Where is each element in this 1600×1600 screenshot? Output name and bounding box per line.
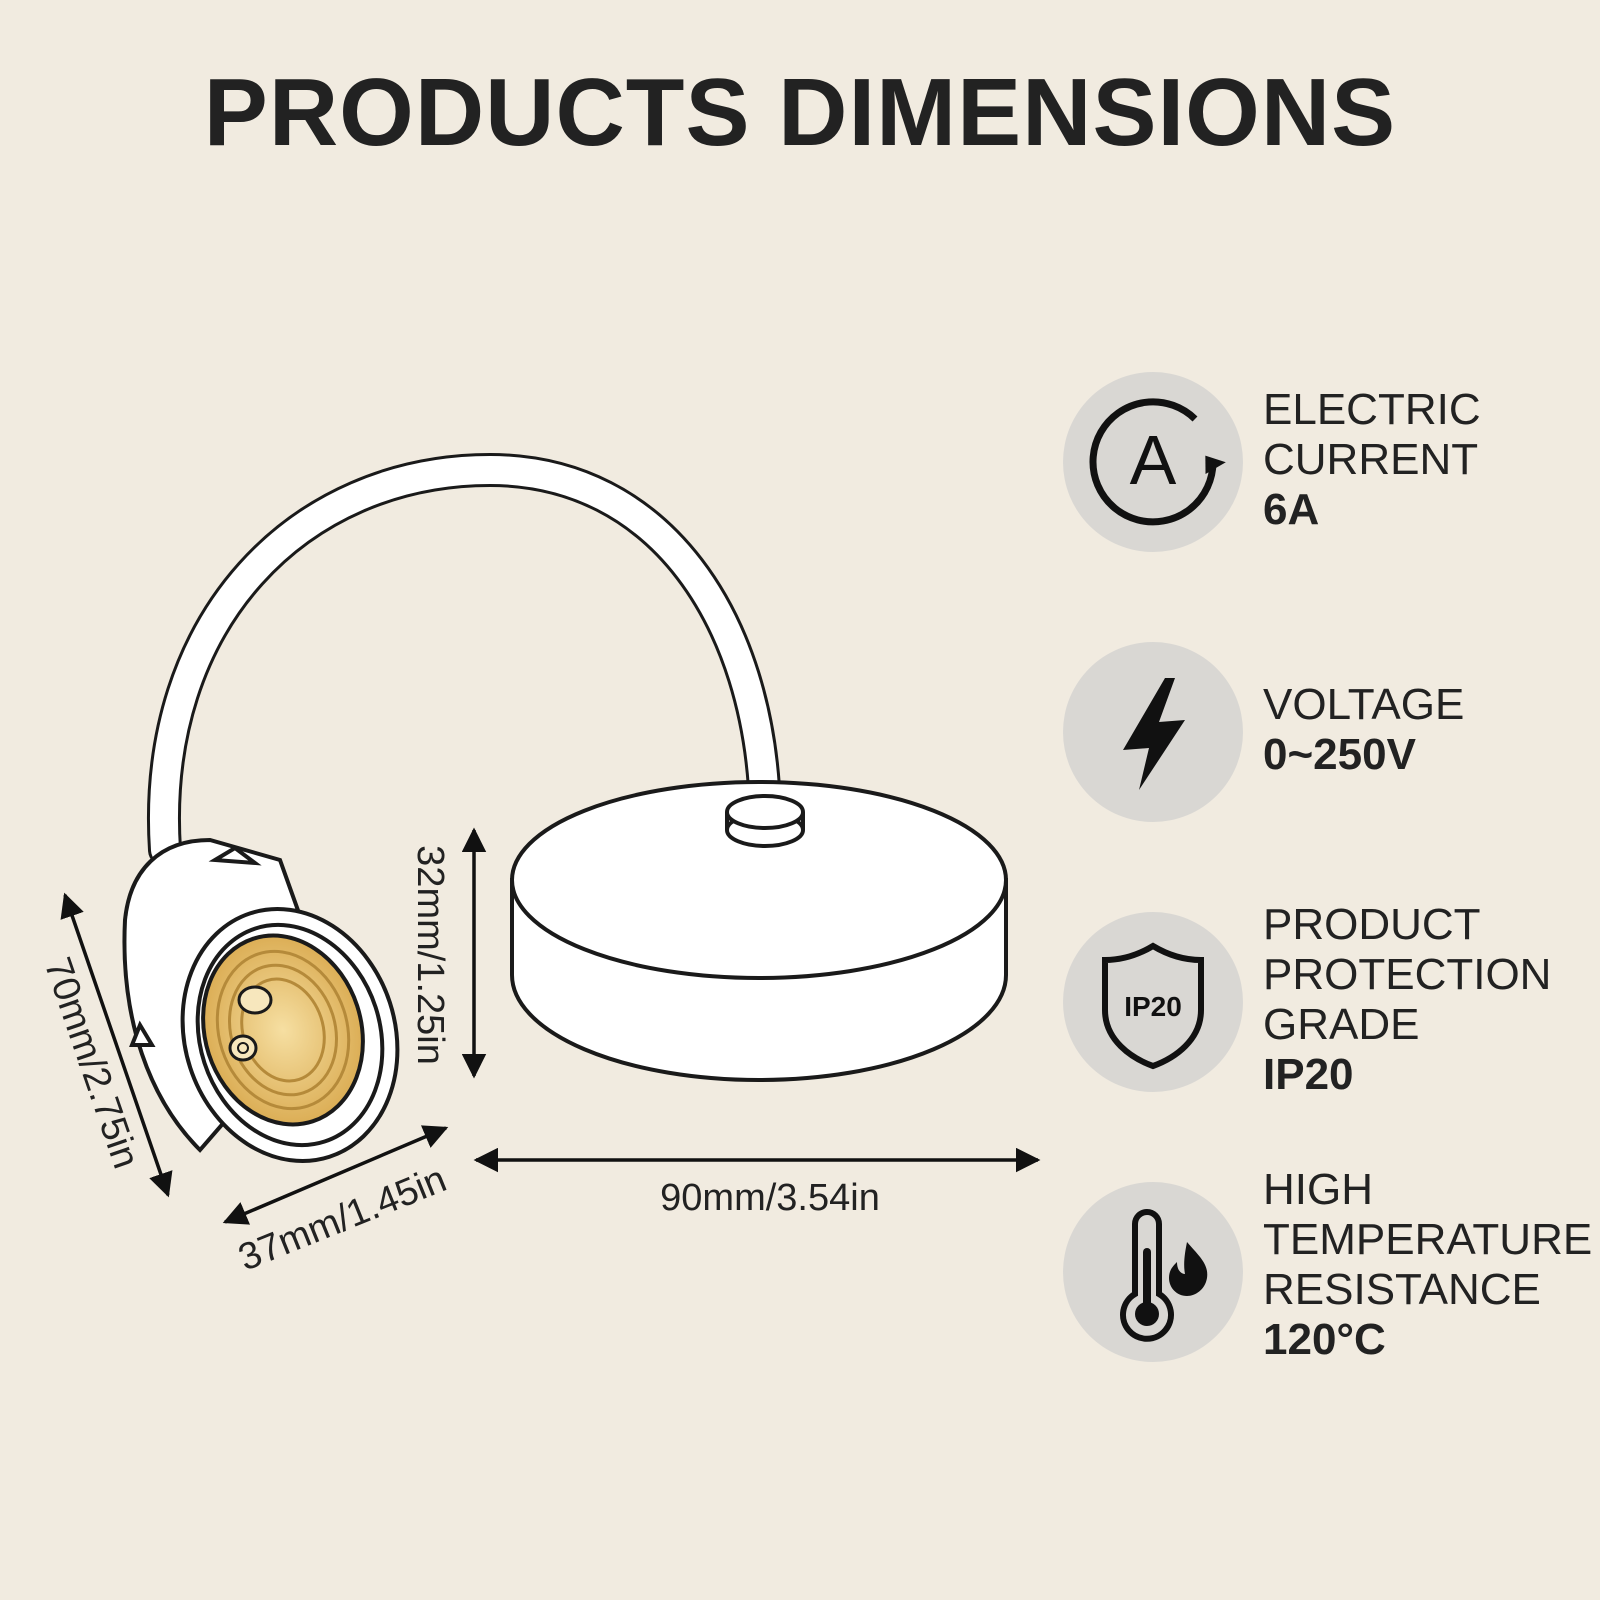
ceiling-rose (510, 780, 1008, 1082)
arrow-socket-height (60, 892, 173, 1198)
spec-current-value: 6A (1263, 485, 1320, 534)
spec-current-label-1: ELECTRIC (1263, 385, 1481, 434)
spec-temperature: HIGH TEMPERATURE RESISTANCE 120°C (1263, 1165, 1592, 1365)
spec-current: ELECTRIC CURRENT 6A (1263, 385, 1481, 535)
spec-current-icon-circle: A (1063, 372, 1243, 552)
thermometer-flame-icon (1120, 1209, 1208, 1342)
spec-protection-label-3: GRADE (1263, 1000, 1420, 1049)
spec-temperature-label-2: TEMPERATURE (1263, 1215, 1593, 1264)
spec-protection-icon-circle: IP20 (1063, 912, 1243, 1092)
spec-temperature-label-3: RESISTANCE (1263, 1265, 1541, 1314)
lightning-icon (1123, 678, 1185, 790)
shield-icon: IP20 (1102, 942, 1204, 1070)
lamp-socket (122, 837, 400, 1163)
svg-text:A: A (1130, 421, 1177, 499)
spec-voltage-value: 0~250V (1263, 730, 1416, 779)
spec-temperature-icon-circle (1063, 1182, 1243, 1362)
page-title: PRODUCTS DIMENSIONS (203, 59, 1397, 166)
spec-protection-label-2: PROTECTION (1263, 950, 1552, 999)
label-socket-width: 37mm/1.45in (233, 1158, 452, 1279)
spec-protection-value: IP20 (1263, 1050, 1354, 1099)
label-base-diameter: 90mm/3.54in (660, 1177, 880, 1219)
spec-protection-label-1: PRODUCT (1263, 900, 1481, 949)
cable (146, 452, 782, 867)
spec-voltage-label-1: VOLTAGE (1263, 680, 1465, 729)
spec-current-label-2: CURRENT (1263, 435, 1479, 484)
arrow-socket-width (222, 1125, 449, 1225)
label-base-height: 32mm/1.25in (409, 845, 451, 1065)
dimension-arrows (60, 827, 1041, 1225)
spec-temperature-label-1: HIGH (1263, 1165, 1373, 1214)
ampere-icon: A (1089, 398, 1226, 526)
spec-protection: PRODUCT PROTECTION GRADE IP20 (1263, 900, 1551, 1100)
spec-voltage-icon-circle (1063, 642, 1243, 822)
spec-temperature-value: 120°C (1263, 1315, 1386, 1364)
spec-voltage: VOLTAGE 0~250V (1263, 680, 1464, 780)
shield-icon-text: IP20 (1124, 991, 1182, 1022)
